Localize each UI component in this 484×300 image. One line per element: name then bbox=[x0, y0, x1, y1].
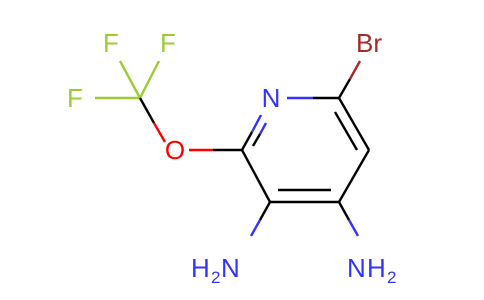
amine-left-h: H bbox=[191, 253, 210, 283]
bond-c2-n1-inner-n bbox=[258, 122, 268, 135]
bond-c-f-top-right bbox=[138, 60, 161, 99]
atom-f-top-left: F bbox=[103, 28, 119, 58]
bond-c6-c5-inner bbox=[333, 111, 359, 151]
bond-layer bbox=[95, 60, 371, 237]
bond-c5-c4 bbox=[337, 149, 371, 203]
amine-left-n: N bbox=[221, 253, 240, 283]
bond-c3-c2 bbox=[240, 149, 272, 203]
bond-c3-nh2-c-half bbox=[258, 201, 272, 221]
bond-c4-nh2-n-half bbox=[347, 219, 360, 237]
amine-right-subscript: 2 bbox=[387, 268, 396, 287]
amine-right-h: H bbox=[367, 253, 386, 283]
bond-c2-n1-c-half bbox=[240, 131, 254, 151]
bond-c-o-o-half bbox=[152, 122, 167, 143]
amine-left-subscript: 2 bbox=[211, 268, 220, 287]
atom-oxygen: O bbox=[165, 135, 185, 165]
bond-c2-n1-inner bbox=[251, 133, 262, 147]
atom-label-layer: F F F O N Br H 2 N N H 2 bbox=[67, 28, 396, 287]
bond-c6-br-c-half bbox=[337, 78, 352, 99]
amine-group-left: H 2 N bbox=[191, 253, 240, 287]
bond-c6-br-br-half bbox=[348, 60, 362, 80]
atom-bromine: Br bbox=[356, 28, 382, 58]
atom-f-top-right: F bbox=[160, 28, 176, 58]
amine-right-n: N bbox=[347, 253, 366, 283]
bond-c-f-top-left bbox=[118, 60, 142, 99]
bond-c4-nh2-c-half bbox=[337, 201, 351, 221]
bond-c2-n1-n-half bbox=[250, 114, 263, 133]
bond-c3-nh2-n-half bbox=[249, 219, 262, 237]
bond-c6-c5 bbox=[337, 97, 371, 151]
atom-nitrogen-ring: N bbox=[262, 83, 281, 113]
bond-c-o-cf3-half bbox=[138, 97, 156, 124]
amine-group-right: N H 2 bbox=[347, 253, 396, 287]
atom-f-left: F bbox=[67, 83, 83, 113]
